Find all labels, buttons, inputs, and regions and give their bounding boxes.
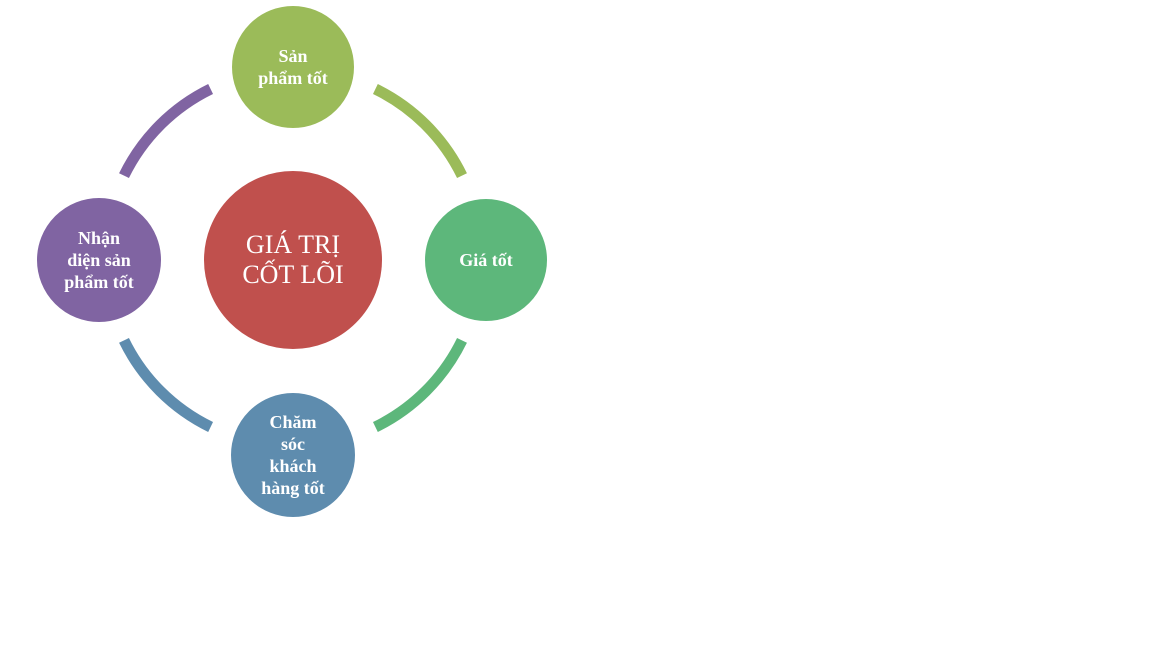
node-gia-tot: Giá tốt: [422, 196, 550, 324]
node-cham-soc-khach-hang: Chăm sóc khách hàng tốt: [228, 390, 358, 520]
center-node-core-values: GIÁ TRỊ CỐT LÕI: [202, 169, 384, 351]
node-label: Sản phẩm tốt: [258, 46, 328, 88]
node-label: Giá tốt: [459, 250, 513, 270]
node-nhan-dien-san-pham: Nhận diện sản phẩm tốt: [34, 195, 164, 325]
connector-arc-right-bottom: [372, 337, 467, 432]
connector-arc-bottom-left: [119, 337, 214, 432]
connector-arc-top-right: [372, 84, 467, 179]
node-san-pham-tot: Sản phẩm tốt: [229, 3, 357, 131]
center-label: GIÁ TRỊ CỐT LÕI: [242, 230, 344, 289]
node-label: Nhận diện sản phẩm tốt: [64, 228, 134, 292]
connector-arc-left-top: [119, 84, 214, 179]
node-label: Chăm sóc khách hàng tốt: [261, 412, 325, 498]
